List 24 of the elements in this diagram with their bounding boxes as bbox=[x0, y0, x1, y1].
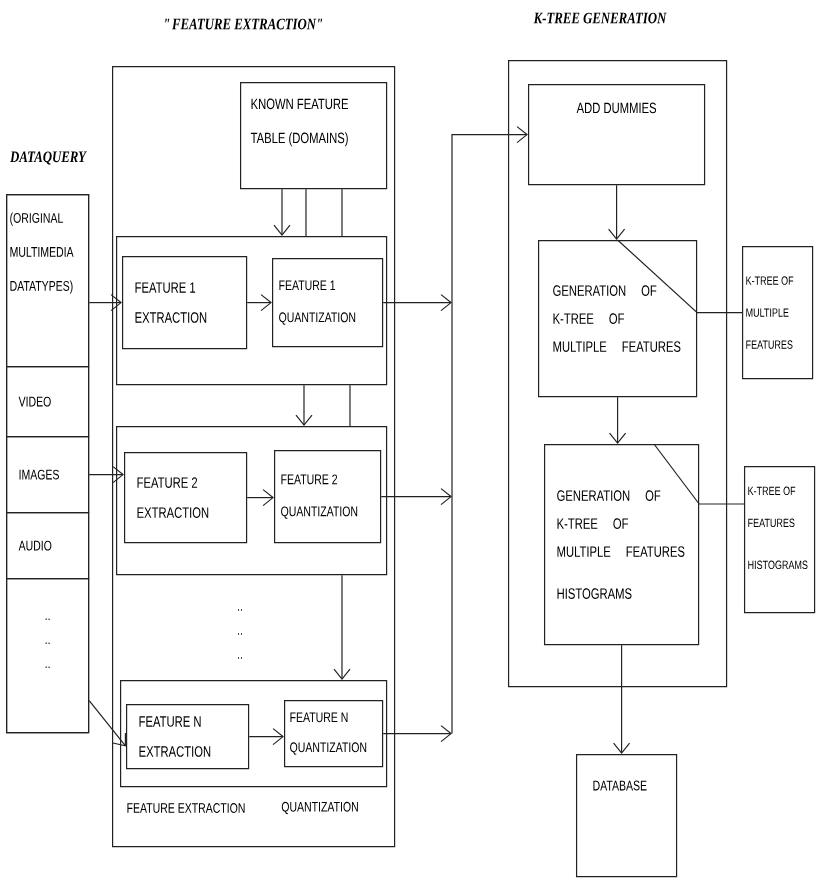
arrow bbox=[613, 644, 631, 754]
arrow bbox=[609, 396, 627, 444]
heading: DATAQUERY bbox=[9, 151, 87, 165]
arrow bbox=[273, 188, 291, 236]
connector-line bbox=[653, 443, 745, 505]
arrow bbox=[295, 384, 313, 426]
arrow bbox=[382, 725, 452, 743]
arrow bbox=[608, 184, 626, 240]
arrow bbox=[88, 294, 122, 312]
arrow bbox=[246, 294, 272, 312]
arrow bbox=[333, 574, 351, 680]
arrow bbox=[88, 466, 124, 484]
connector-line bbox=[341, 188, 343, 237]
connector-line bbox=[305, 188, 307, 237]
arrow bbox=[248, 728, 284, 746]
heading: "FEATURE EXTRACTION" bbox=[165, 18, 323, 30]
group-box bbox=[116, 236, 388, 386]
group-box bbox=[120, 680, 388, 788]
connector-line bbox=[617, 239, 743, 314]
arrow bbox=[246, 489, 274, 507]
arrow bbox=[380, 488, 452, 506]
connector-line bbox=[349, 384, 351, 427]
group-box bbox=[116, 426, 388, 576]
heading: K-TREE GENERATION bbox=[533, 12, 667, 24]
